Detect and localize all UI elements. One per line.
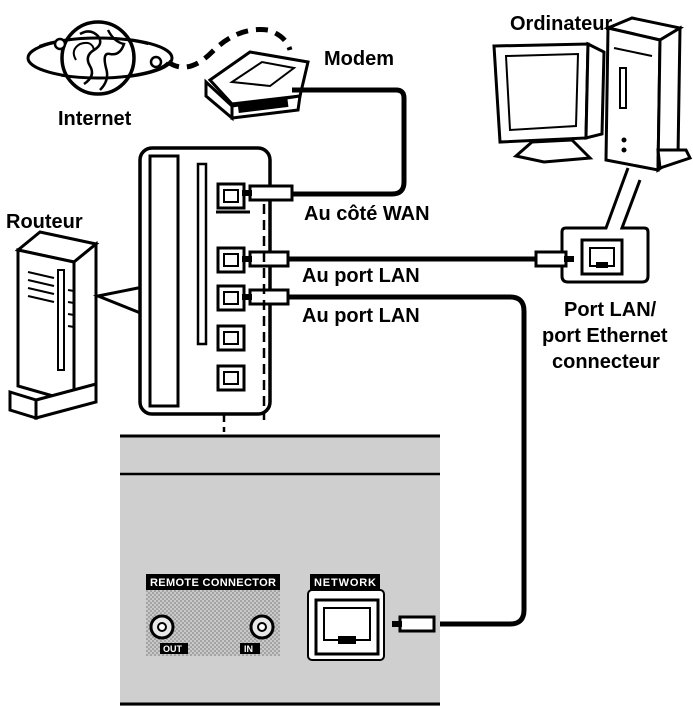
router-port-1 xyxy=(216,182,246,210)
internet-modem-dashed-link xyxy=(166,26,293,70)
port-lan-label-2: port Ethernet xyxy=(542,325,668,347)
router-port-panel xyxy=(138,146,272,416)
computer-side-plug xyxy=(534,250,574,268)
remote-in-label: IN xyxy=(244,644,253,654)
remote-connector-block xyxy=(146,574,280,656)
router-port-2 xyxy=(216,246,246,274)
wan-plug xyxy=(242,184,294,202)
lan-label-1: Au port LAN xyxy=(302,265,420,287)
router-port-3 xyxy=(216,284,246,312)
internet-label: Internet xyxy=(58,108,132,130)
router-icon xyxy=(8,230,100,421)
modem-wan-cable xyxy=(292,87,407,197)
network-label: NETWORK xyxy=(314,577,376,589)
remote-out-label: OUT xyxy=(163,644,183,654)
computer-label: Ordinateur xyxy=(510,13,612,35)
internet-globe-icon xyxy=(24,20,174,96)
port-lan-label-3: connecteur xyxy=(552,351,660,373)
network-port-block xyxy=(307,574,385,661)
router-port-4 xyxy=(216,324,246,352)
router-port-5 xyxy=(216,364,246,392)
lan-device-cable xyxy=(288,294,527,627)
remote-connector-label: REMOTE CONNECTOR xyxy=(150,577,276,589)
computer-icon xyxy=(492,16,693,173)
lan-plug-computer xyxy=(242,250,290,268)
modem-icon xyxy=(204,50,310,122)
modem-label: Modem xyxy=(324,48,394,70)
network-plug xyxy=(392,615,436,633)
lan-label-2: Au port LAN xyxy=(302,305,420,327)
device-back-panel: REMOTE CONNECTOR OUT IN NETWORK xyxy=(120,434,440,706)
ethernet-port-icon xyxy=(580,238,624,276)
wan-label: Au côté WAN xyxy=(304,203,430,225)
router-label: Routeur xyxy=(6,211,83,233)
port-lan-label-1: Port LAN/ xyxy=(564,299,657,321)
